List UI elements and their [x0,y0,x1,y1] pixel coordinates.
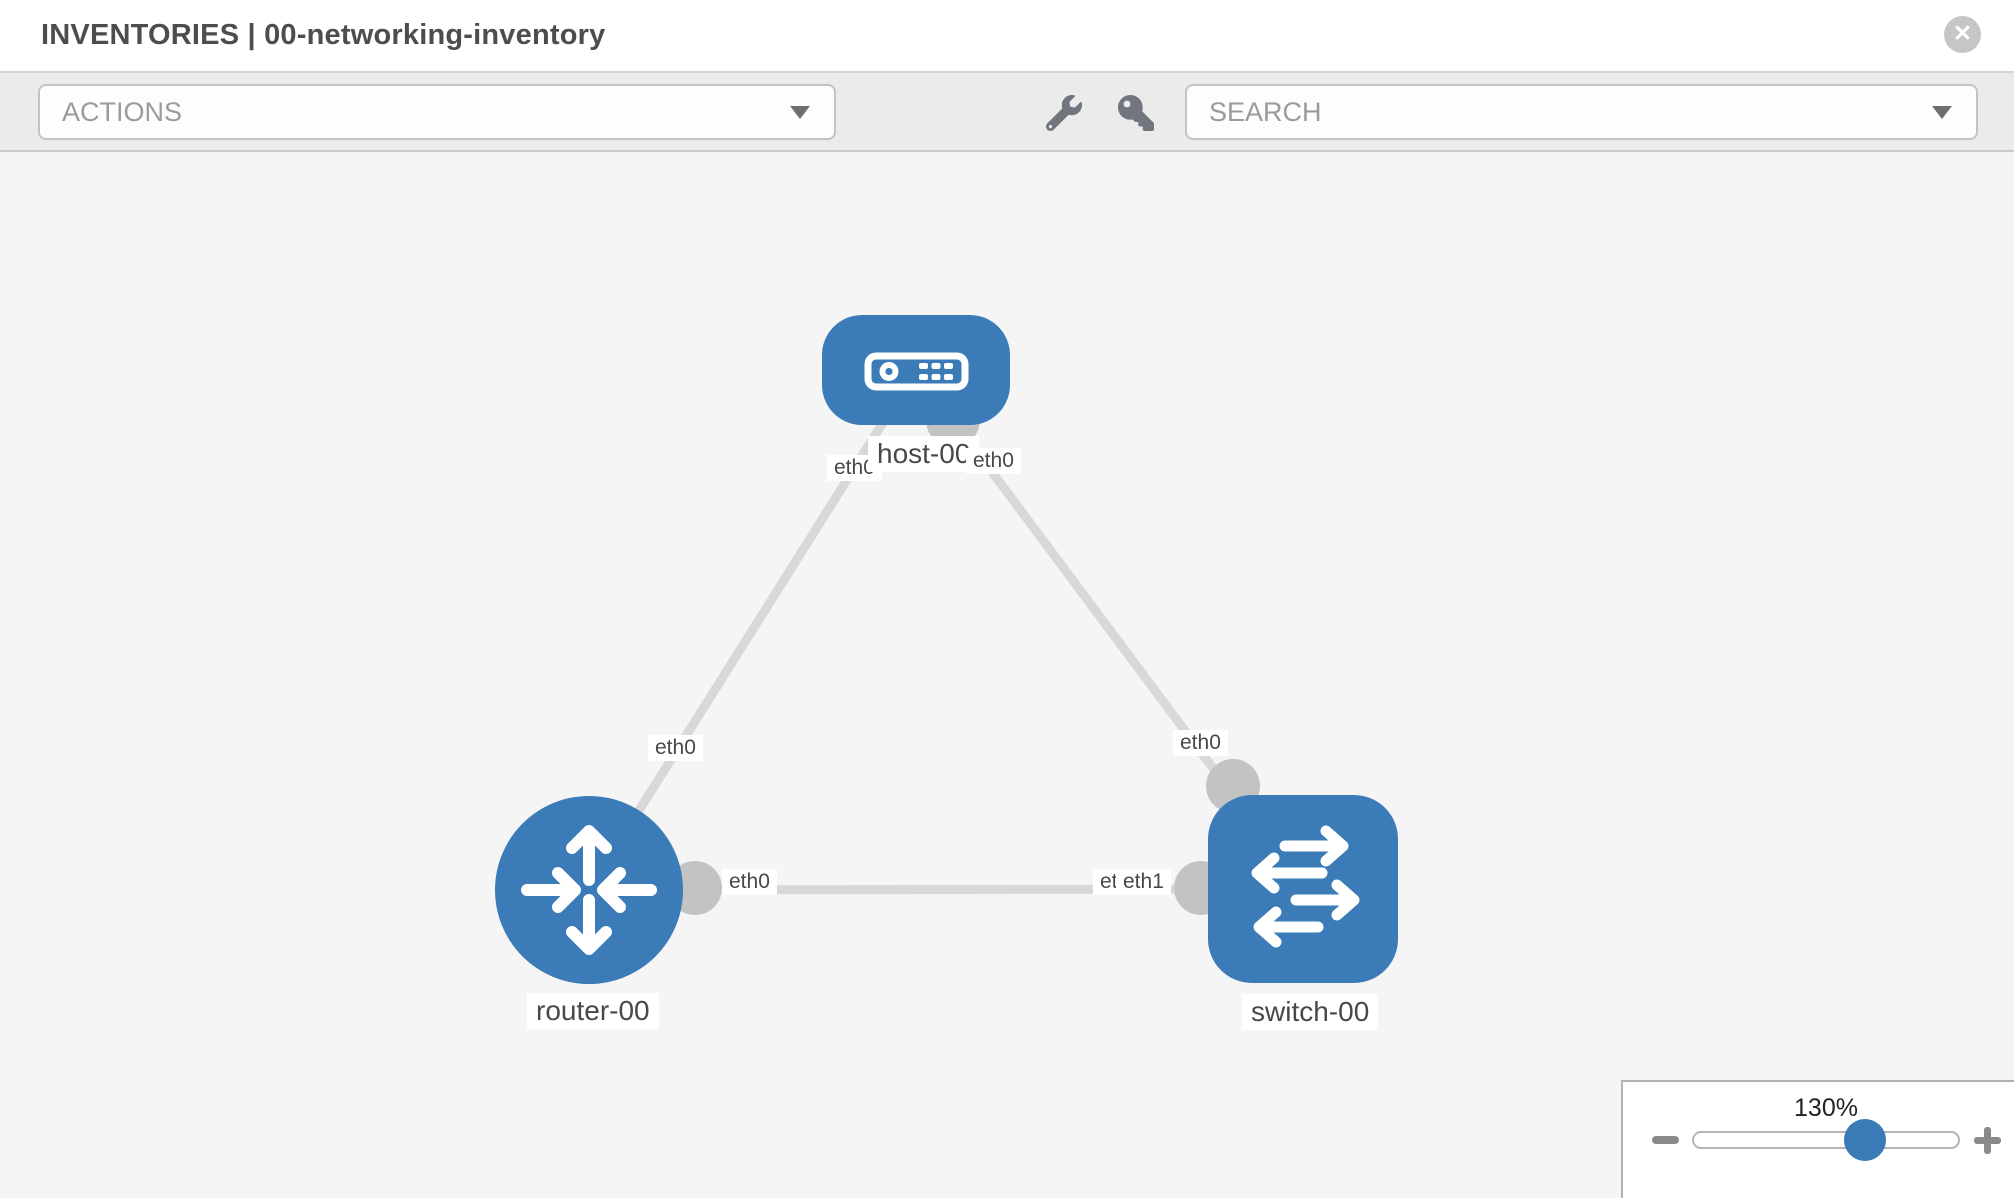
page-title: INVENTORIES | 00-networking-inventory [41,19,606,51]
key-icon[interactable] [1118,95,1154,131]
minus-icon[interactable] [1652,1136,1679,1144]
router-arrows-icon [521,825,657,955]
interface-label-router-to-host: eth0 [648,735,703,761]
search-dropdown-label: SEARCH [1209,96,1322,127]
node-label-router-00: router-00 [527,993,659,1029]
node-host-00[interactable] [822,315,1010,425]
actions-dropdown-label: ACTIONS [62,96,183,127]
plus-icon[interactable] [1974,1127,2001,1154]
interface-label-switch-to-router: eth1 [1116,869,1171,895]
zoom-level: 130% [1794,1094,1858,1122]
node-router-00[interactable] [495,796,683,984]
node-switch-00[interactable] [1208,795,1398,983]
node-label-host-00: host-00 [868,436,980,472]
zoom-slider-knob[interactable] [1844,1119,1886,1161]
chevron-down-icon [1932,106,1952,119]
search-dropdown[interactable]: SEARCH [1185,84,1978,140]
server-icon [864,352,969,391]
interface-label-router-to-switch: eth0 [722,869,777,895]
toolbar: ACTIONS SEARCH [0,73,2014,152]
interface-label-switch-to-host: eth0 [1173,730,1228,756]
topology-svg [495,315,1398,984]
interface-label-host-to-switch: eth0 [966,448,1021,474]
zoom-control-panel: 130% [1621,1080,2014,1198]
node-label-switch-00: switch-00 [1242,994,1379,1030]
actions-dropdown[interactable]: ACTIONS [38,84,836,140]
close-icon[interactable]: ✕ [1944,16,1981,53]
topology-canvas[interactable]: eth0 host-00 eth0 eth0 eth0 eth0 eth0 et… [0,152,2014,1198]
wrench-icon[interactable] [1045,95,1082,132]
zoom-slider-track[interactable] [1692,1131,1960,1149]
chevron-down-icon [790,106,810,119]
switch-arrows-icon [1251,825,1360,948]
breadcrumb-header: INVENTORIES | 00-networking-inventory ✕ [0,0,2014,73]
